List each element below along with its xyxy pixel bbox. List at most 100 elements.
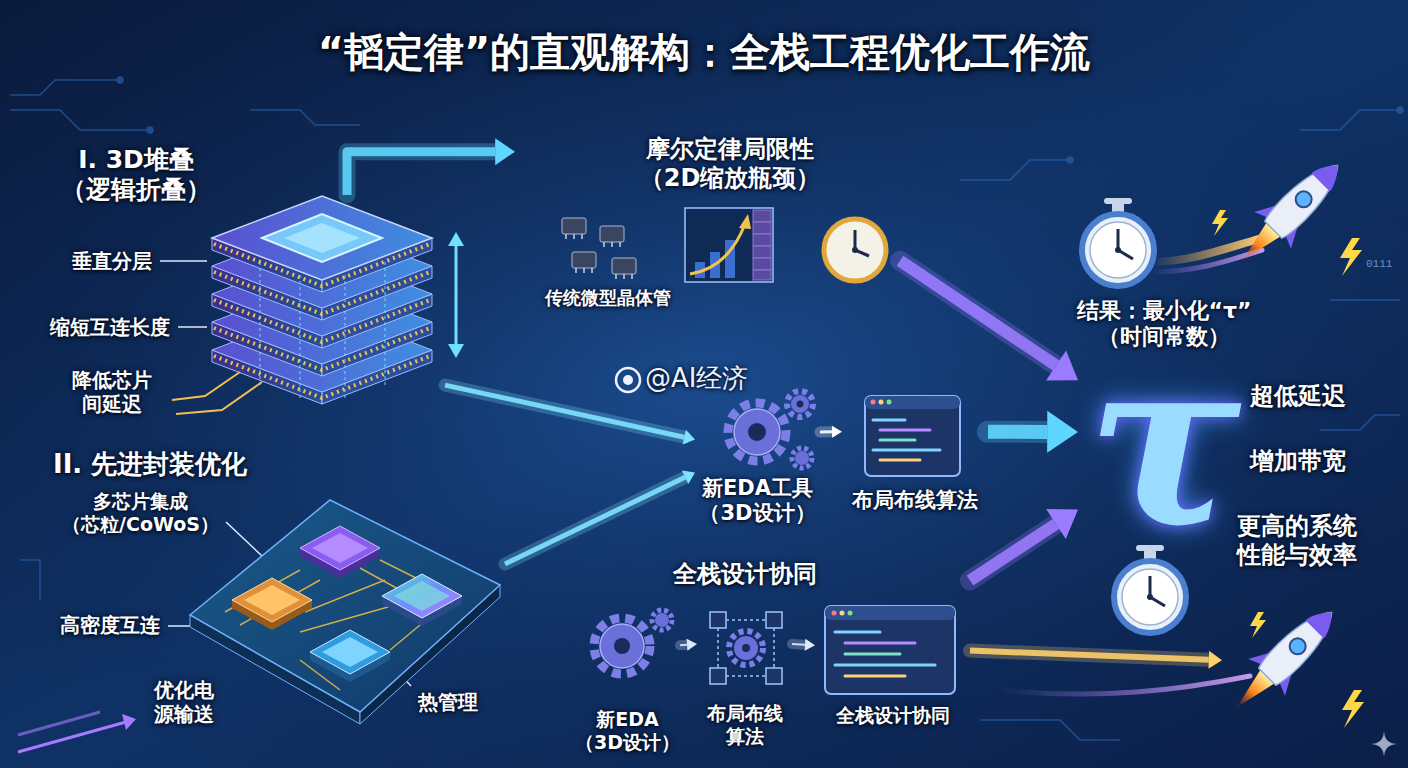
arrow-line: [505, 477, 685, 564]
flow-arrow: [445, 385, 695, 444]
flow-icon-part-part: [726, 675, 766, 677]
package-board-part-part: [360, 568, 400, 590]
transistor-icons: [562, 218, 636, 279]
gear-icon-small: [594, 610, 672, 674]
arrow-head: [495, 138, 515, 165]
gear-icon: [728, 391, 813, 468]
stopwatch-bottom-part: [1147, 594, 1153, 600]
node-text: 布局布线算法: [842, 488, 988, 513]
code-window-2-part: [825, 606, 955, 694]
code-window-part-part: [873, 449, 940, 452]
package-board-part: [244, 585, 300, 615]
code-window-2-part: [832, 611, 837, 616]
package-board-part: [300, 526, 380, 570]
code-window-part: [873, 420, 940, 460]
transistor-icons-part-part: [575, 268, 577, 273]
stack-3d-part-part: [384, 262, 386, 385]
leader-lines-part: [226, 522, 262, 556]
gear-icon-small-part: [594, 618, 650, 674]
arrow-glow: [970, 524, 1056, 580]
circuit-traces-part: [1397, 107, 1403, 113]
spark-star-part: [1370, 730, 1398, 758]
package-board-part: [232, 578, 312, 622]
tau-result-node: 结果：最小化“τ” （时间常数）τ: [1078, 298, 1250, 533]
package-board-part: [312, 533, 368, 563]
flow-icon-part: [710, 612, 782, 684]
arrow-line: [900, 261, 1056, 366]
moore-node: 摩尔定律局限性 （2D缩放瓶颈）传统微型晶体管: [515, 135, 900, 320]
code-window-2-part: [848, 611, 853, 616]
arrow-line: [792, 643, 805, 646]
transistor-icons-part: [600, 226, 624, 242]
weibo-logo-part: [616, 368, 640, 392]
gear-icon-part: [728, 403, 786, 461]
arrow-head: [682, 471, 695, 485]
code-window-2-part-part: [845, 675, 905, 678]
node-text: 布局布线 算法: [697, 702, 792, 748]
weibo-logo: [616, 368, 640, 392]
circuit-traces-part: [20, 560, 40, 600]
rocket-bottom-part: [1305, 603, 1340, 638]
circuit-traces-part: [1330, 299, 1400, 301]
power-arrow-part: [122, 714, 136, 730]
rocket-top-part: [1262, 154, 1348, 240]
package-board-part: [225, 560, 430, 690]
flow-arrow: [820, 426, 842, 438]
flow-icon-part-part: [717, 628, 719, 668]
clock-icon: [824, 219, 886, 281]
code-window-part-part: [880, 459, 920, 462]
code-window-2-part-part: [835, 631, 880, 634]
codesign-group: 全栈设计协同新EDA （3D设计）布局布线 算法全栈设计协同: [575, 560, 970, 764]
flow-arrow: [900, 261, 1078, 381]
speed-streaks-part: [1150, 250, 1262, 272]
eda-node: 新EDA工具 （3D设计）: [695, 390, 820, 540]
package-board-part: [190, 500, 500, 712]
package-board-part-part: [305, 580, 385, 612]
node-text: 新EDA工具 （3D设计）: [695, 476, 820, 526]
flow-icon-part-part: [710, 668, 726, 684]
scaling-chart: [685, 208, 773, 282]
routing-node: 布局布线算法: [842, 392, 988, 520]
stopwatch-bottom: [1114, 545, 1186, 633]
code-window-2-part: [835, 632, 935, 676]
code-window-part: [865, 396, 960, 476]
rocket-top-part: [1311, 156, 1346, 191]
node-text: 更高的系统 性能与效率: [1222, 512, 1372, 570]
package-board-part: [394, 581, 450, 611]
leader-lines-part: [160, 260, 207, 262]
stopwatch-bottom-part: [1149, 576, 1152, 597]
code-window-2-part-part: [835, 664, 935, 667]
callout-label: 降低芯片 间延迟: [66, 368, 158, 416]
transistor-icons-part-part: [565, 234, 567, 239]
node-text: 全栈设计协同: [815, 704, 970, 727]
package-board-part-part: [300, 605, 395, 632]
result-label: 超低延迟: [1250, 382, 1346, 411]
arrow-head: [1208, 651, 1222, 669]
scaling-chart-part-part: [753, 222, 771, 234]
code-window-2-part: [840, 611, 845, 616]
circuit-traces-part: [147, 127, 153, 133]
node-subtext: 传统微型晶体管: [520, 287, 695, 309]
gear-icon-part: [797, 401, 804, 408]
flow-arrow: [970, 651, 1222, 669]
arrow-head: [1046, 509, 1078, 539]
power-arrow-part: [18, 712, 100, 735]
flow-arrow: [970, 509, 1078, 580]
package-board: [190, 500, 500, 724]
node-text: 新EDA （3D设计）: [575, 708, 680, 754]
stopwatch-top-part: [1082, 214, 1154, 286]
spark-star: [1370, 730, 1398, 758]
package-board-part-part: [390, 625, 420, 650]
stack-3d-part-part: [176, 382, 262, 414]
package-board-part: [382, 574, 462, 618]
gear-icon-small-part: [655, 613, 669, 627]
callout-label: 热管理: [418, 690, 478, 714]
transistor-icons-part-part: [623, 274, 625, 279]
gear-icon-small-part: [600, 624, 644, 668]
stack-3d-part: [262, 214, 382, 262]
gear-icon-part: [795, 451, 809, 465]
stack-3d-part-part: [448, 232, 464, 246]
node-text: 结果：最小化“τ” （时间常数）: [1064, 298, 1264, 351]
transistor-icons-part-part: [619, 242, 621, 247]
circuit-traces-part: [10, 80, 120, 95]
